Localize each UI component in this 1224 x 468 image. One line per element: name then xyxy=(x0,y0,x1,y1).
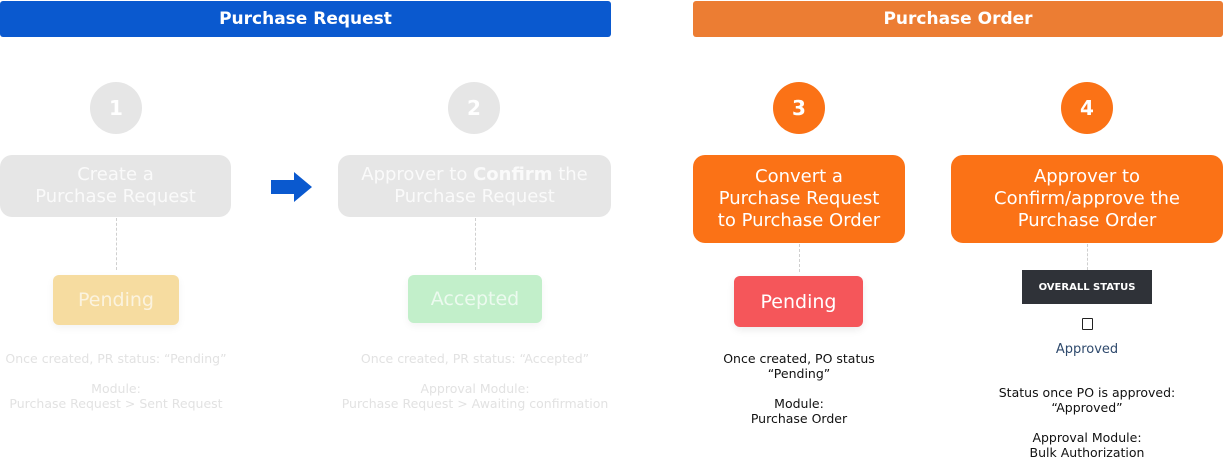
step-4-status-note-2: “Approved” xyxy=(1051,400,1123,415)
step-1-status-note: Once created, PR status: “Pending” xyxy=(5,351,227,366)
step-4-module-value: Bulk Authorization xyxy=(1029,445,1145,460)
step-4-module-label: Approval Module: xyxy=(1032,430,1142,445)
step-3-status-badge: Pending xyxy=(734,276,863,327)
step-2-connector xyxy=(475,218,476,270)
step-2-status-note: Once created, PR status: “Accepted” xyxy=(360,351,590,366)
step-4-connector xyxy=(1087,244,1088,270)
step-4-status-note-1: Status once PO is approved: xyxy=(998,385,1176,400)
step-4-card: Approver to Confirm/approve the Purchase… xyxy=(951,155,1223,243)
step-3-line1: Convert a xyxy=(755,166,843,187)
step-1-connector xyxy=(116,218,117,270)
step-4-line2: Confirm/approve the xyxy=(994,188,1180,209)
step-2-line2: Purchase Request xyxy=(394,186,555,207)
step-2-card: Approver to Confirm the Purchase Request xyxy=(338,155,611,217)
purchase-request-banner: Purchase Request xyxy=(0,1,611,37)
step-4-notes: Status once PO is approved: “Approved” A… xyxy=(970,385,1204,460)
step-1-module-label: Module: xyxy=(91,381,141,396)
step-4-line1: Approver to xyxy=(1033,166,1141,187)
step-1-status-badge: Pending xyxy=(53,275,179,325)
step-2-line1: Approver to Confirm the xyxy=(361,164,588,185)
step-1-module-value: Purchase Request > Sent Request xyxy=(9,396,223,411)
step-4-number: 4 xyxy=(1061,82,1113,134)
step-3-module-value: Purchase Order xyxy=(750,411,848,426)
purchase-order-banner: Purchase Order xyxy=(693,1,1223,37)
overall-status-label: OVERALL STATUS xyxy=(1022,270,1152,304)
step-2-number: 2 xyxy=(448,82,500,134)
step-3-status-note-1: Once created, PO status xyxy=(723,351,875,366)
step-3-card: Convert a Purchase Request to Purchase O… xyxy=(693,155,905,243)
step-1-card: Create a Purchase Request xyxy=(0,155,231,217)
step-3-notes: Once created, PO status “Pending” Module… xyxy=(694,351,904,426)
step-3-connector xyxy=(799,244,800,272)
step-3-status-note-2: “Pending” xyxy=(767,366,831,381)
step-3-line2: Purchase Request xyxy=(718,188,880,209)
step-4-line3: Purchase Order xyxy=(1017,210,1157,231)
step-3-line3: to Purchase Order xyxy=(717,210,881,231)
step-2-module-label: Approval Module: xyxy=(420,381,530,396)
checkbox-icon[interactable] xyxy=(1082,318,1093,330)
step-1-number: 1 xyxy=(90,82,142,134)
step-3-module-label: Module: xyxy=(774,396,824,411)
step-1-line2: Purchase Request xyxy=(35,186,196,207)
approved-status-text: Approved xyxy=(1055,342,1119,357)
arrow-right-icon xyxy=(271,172,312,202)
step-2-notes: Once created, PR status: “Accepted” Appr… xyxy=(330,351,620,411)
step-2-status-badge: Accepted xyxy=(408,275,542,323)
step-3-number: 3 xyxy=(773,82,825,134)
step-2-module-value: Purchase Request > Awaiting confirmation xyxy=(341,396,609,411)
step-1-notes: Once created, PR status: “Pending” Modul… xyxy=(0,351,232,411)
step-1-line1: Create a xyxy=(77,164,154,185)
